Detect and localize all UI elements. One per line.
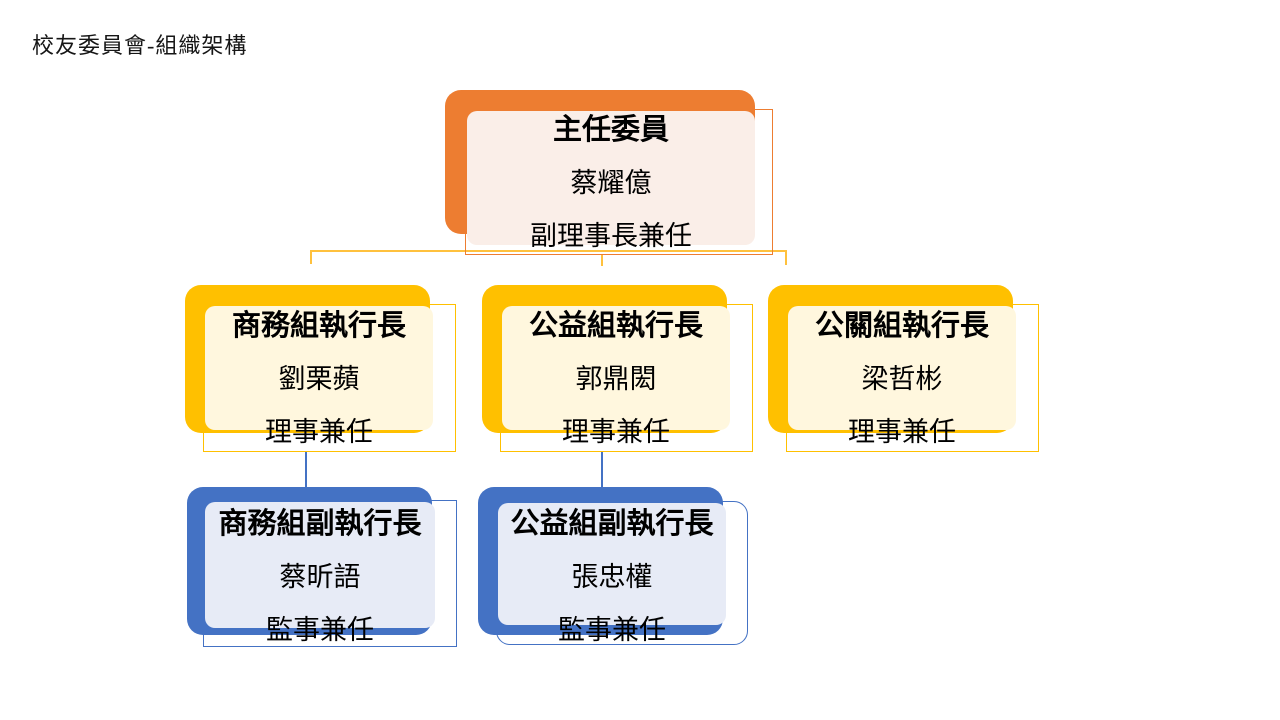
pr-lead-role: 公關組執行長 xyxy=(814,310,989,342)
pr-lead-note: 理事兼任 xyxy=(848,417,956,447)
charity-lead-note: 理事兼任 xyxy=(562,417,670,447)
chairman-role: 主任委員 xyxy=(552,114,669,146)
charity-lead-fill-shape xyxy=(502,306,730,430)
chairman-note: 副理事長兼任 xyxy=(530,221,692,251)
connector-business-to-deputy xyxy=(305,452,307,487)
chairman-fill-shape xyxy=(467,111,755,245)
charity-lead-role: 公益組執行長 xyxy=(528,310,703,342)
business-lead-note: 理事兼任 xyxy=(265,417,373,447)
business-lead-role: 商務組執行長 xyxy=(231,310,406,342)
business-deputy-name: 蔡昕語 xyxy=(279,562,361,592)
business-deputy-role: 商務組副執行長 xyxy=(218,508,422,540)
connector-level1-drop-center xyxy=(601,254,603,266)
business-deputy-note: 監事兼任 xyxy=(266,615,374,645)
charity-deputy-note: 監事兼任 xyxy=(558,615,666,645)
business-lead-name: 劉栗蘋 xyxy=(278,364,360,394)
charity-lead-name: 郭鼎閎 xyxy=(575,364,657,394)
connector-charity-to-deputy xyxy=(601,452,603,487)
business-lead-fill-shape xyxy=(205,306,433,430)
slide-title: 校友委員會-組織架構 xyxy=(32,33,248,58)
connector-level1-drop-right xyxy=(785,250,787,265)
charity-deputy-role: 公益組副執行長 xyxy=(510,508,714,540)
charity-deputy-name: 張忠權 xyxy=(571,562,653,592)
chairman-name: 蔡耀億 xyxy=(570,168,652,198)
pr-lead-name: 梁哲彬 xyxy=(861,364,943,394)
connector-level1-horizontal xyxy=(310,250,787,252)
connector-level1-drop-left xyxy=(310,250,312,264)
charity-deputy-fill-shape xyxy=(498,503,726,625)
business-deputy-fill-shape xyxy=(205,502,435,628)
pr-lead-fill-shape xyxy=(788,306,1016,430)
